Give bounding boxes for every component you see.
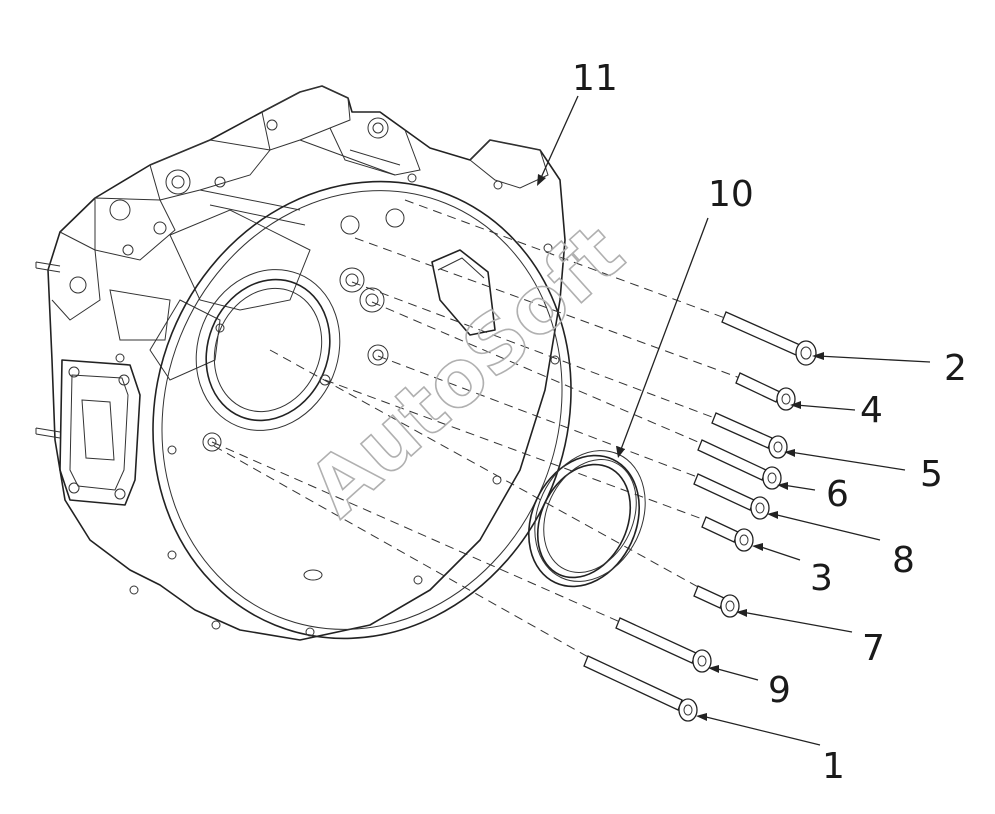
callout-8: 8: [892, 540, 915, 581]
bolt-9: [615, 617, 712, 673]
bolt-3: [701, 516, 754, 552]
callout-2: 2: [944, 348, 967, 389]
seal-ring: [528, 450, 646, 588]
callout-3: 3: [810, 558, 833, 599]
leader-lines: [537, 95, 931, 746]
bolt-8: [693, 473, 770, 520]
bolt-2: [721, 311, 817, 366]
bolt-6: [697, 439, 782, 490]
callout-1: 1: [822, 746, 845, 787]
callout-11: 11: [572, 58, 618, 99]
watermark: AutoSoft: [292, 208, 640, 534]
callout-4: 4: [860, 390, 883, 431]
bolt-1: [583, 655, 698, 722]
bolt-7: [693, 585, 740, 618]
bolt-4: [735, 372, 796, 411]
callout-9: 9: [768, 670, 791, 711]
callout-5: 5: [920, 454, 943, 495]
callout-10: 10: [708, 174, 754, 215]
callout-6: 6: [826, 474, 849, 515]
callout-7: 7: [862, 628, 885, 669]
bolt-5: [711, 412, 788, 459]
flywheel-housing: [35, 85, 572, 641]
alignment-lines: [211, 199, 741, 659]
